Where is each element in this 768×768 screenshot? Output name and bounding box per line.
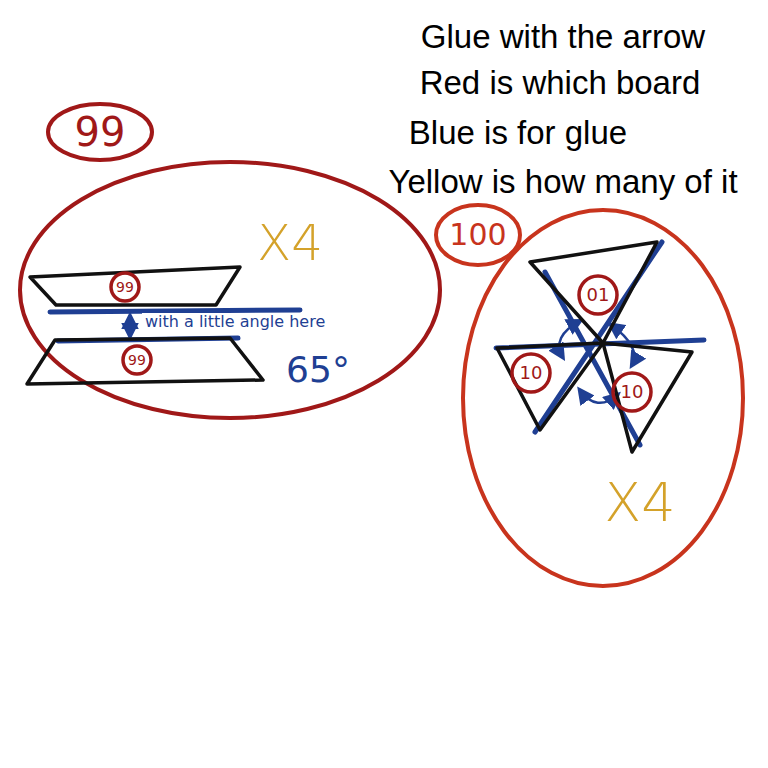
board-triangle: 10 [600,340,695,455]
note: Blue is for glue [409,116,627,149]
board-number: 99 [75,112,126,152]
node-outline [28,265,248,307]
node-outline [600,340,695,455]
board-number: 99 [128,353,146,367]
glue-arrow [129,315,132,337]
note: Glue with the arrow [421,20,705,53]
glue-arrow [559,321,580,358]
edge-note: with a little angle here [142,313,328,331]
board-number: 01 [587,286,610,304]
board-triangle: 10 [495,340,605,432]
node-outline [432,198,748,593]
note: Red is which board [420,66,701,99]
angle-dimension: 65° [286,352,350,388]
board-trapezoid: 99 [25,336,265,386]
board-number: 100 [449,220,506,250]
board-trapezoid: 99 [28,265,248,307]
node-outline [495,340,605,432]
node-outline [15,105,445,425]
group-oval: 99 99 99 [15,105,445,425]
group-oval: 100 01 10 10 [432,198,748,593]
note: Yellow is how many of it [388,165,737,198]
board-number: 99 [116,280,134,294]
quantity: X4 [604,476,675,530]
board-number: 10 [520,364,543,382]
board-number: 10 [621,383,644,401]
quantity: X4 [257,218,323,268]
board-triangle: 01 [528,240,660,345]
